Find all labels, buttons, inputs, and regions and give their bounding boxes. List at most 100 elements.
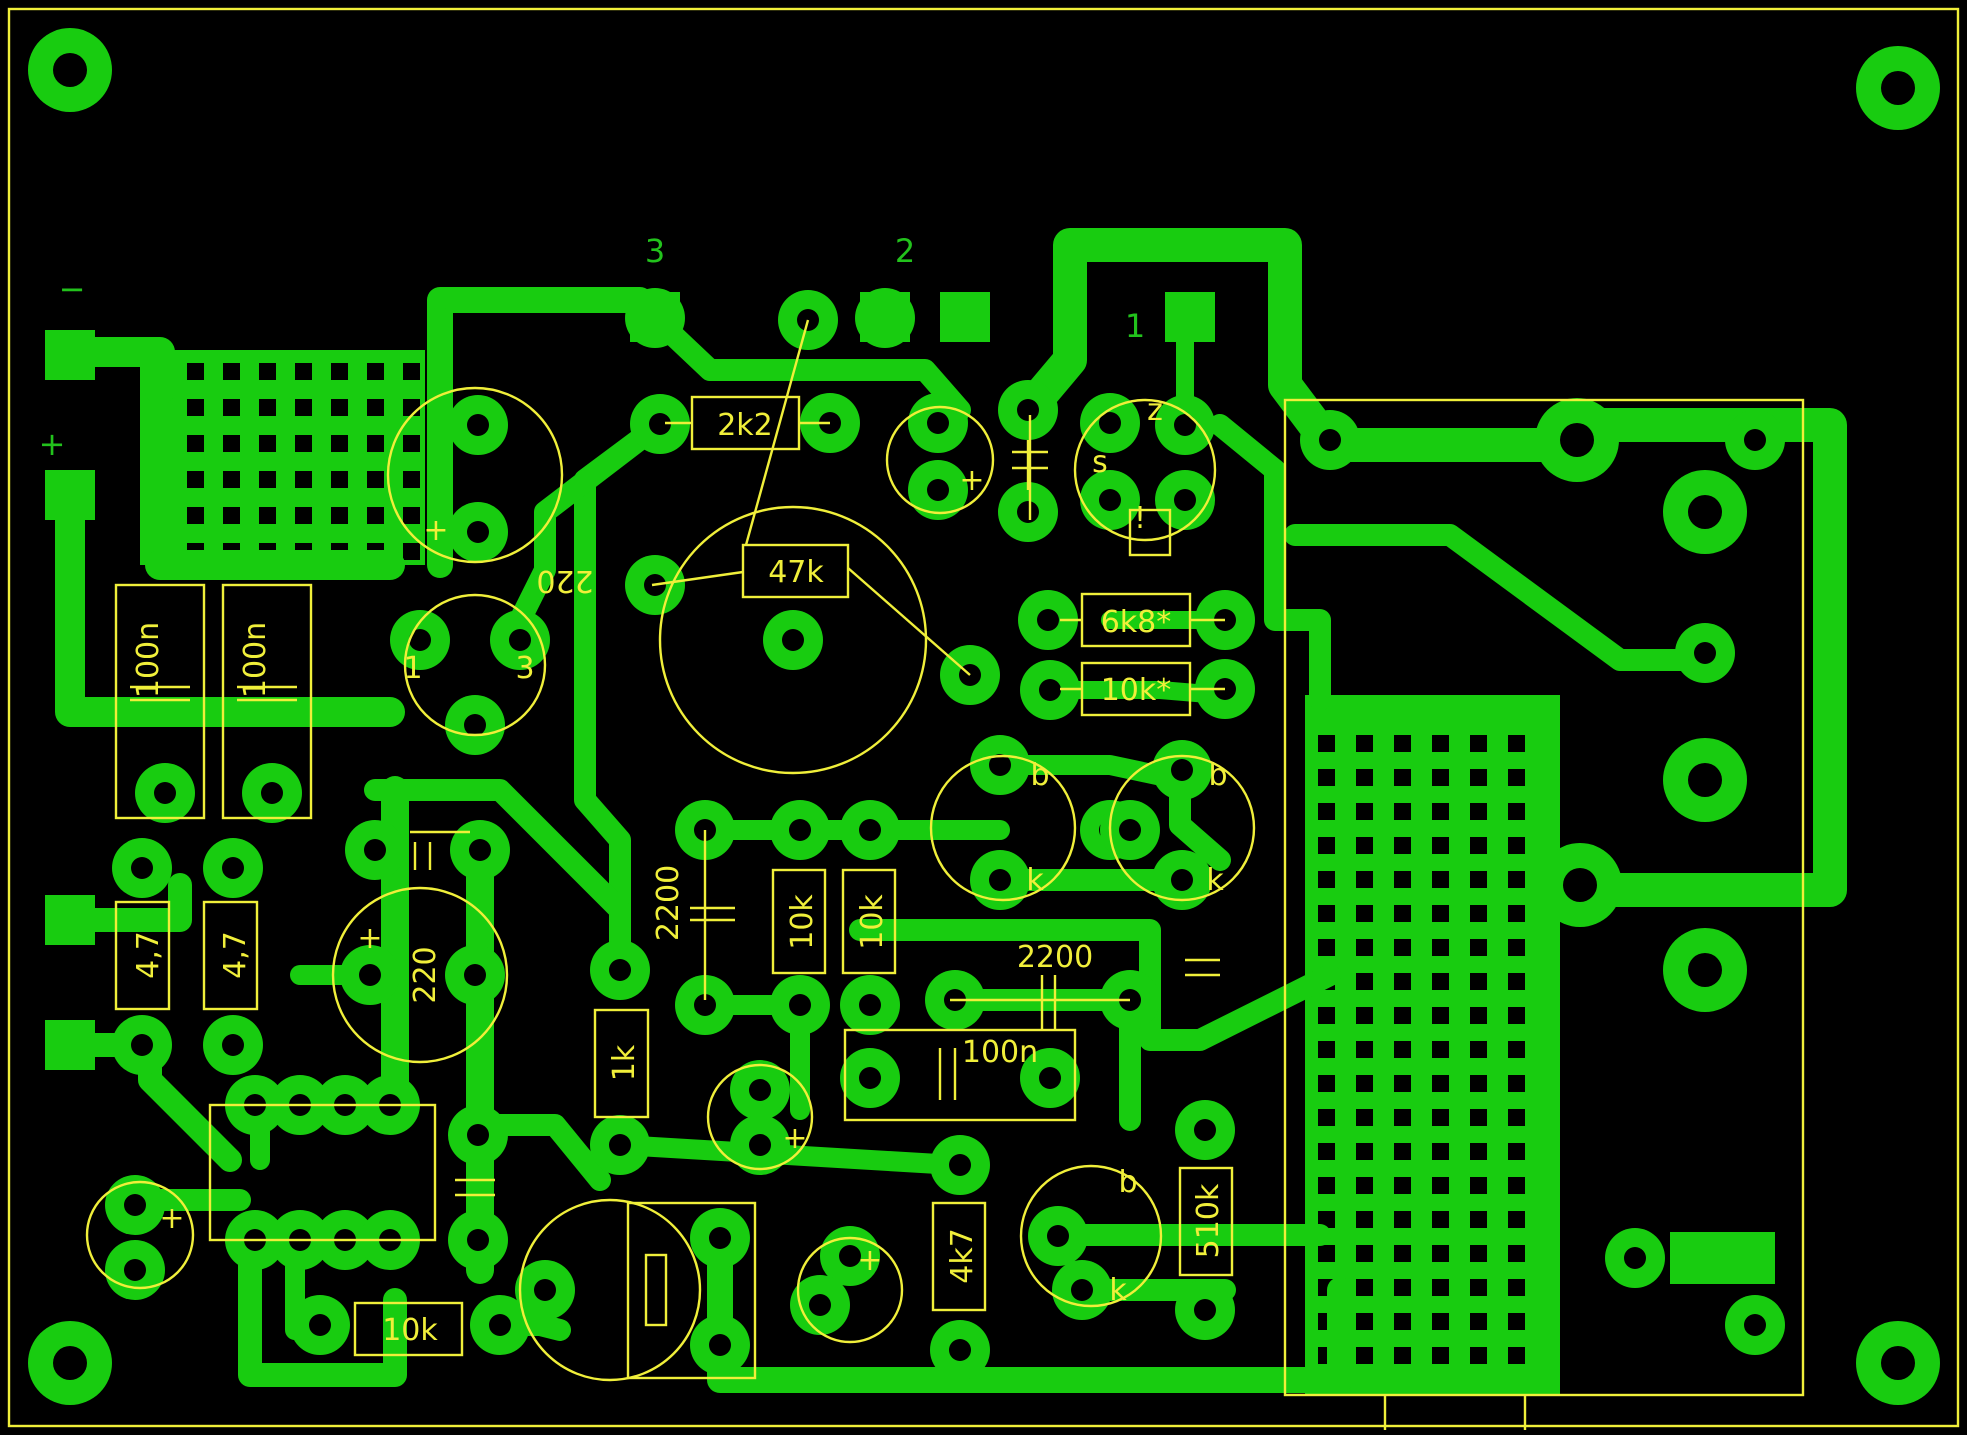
grid-hole: [259, 435, 276, 452]
pad-drill: [1744, 1314, 1766, 1336]
grid-hole: [223, 399, 240, 416]
pad-drill: [782, 629, 804, 651]
grid-hole: [1508, 803, 1525, 820]
grid-hole: [1470, 939, 1487, 956]
grid-hole: [1394, 769, 1411, 786]
pad-drill: [467, 414, 489, 436]
grid-hole: [1356, 1313, 1373, 1330]
square-pad: [45, 470, 95, 520]
grid-hole: [1318, 1211, 1335, 1228]
square-pad: [860, 292, 910, 342]
pad-drill: [464, 714, 486, 736]
pad-drill: [1071, 1279, 1093, 1301]
grid-hole: [1356, 1245, 1373, 1262]
label-4k7: 4k7: [945, 1228, 980, 1284]
cap-220-top-outline: [386, 386, 564, 564]
terminal-minus-label: −: [59, 270, 86, 308]
grid-hole: [1318, 837, 1335, 854]
grid-hole: [1356, 905, 1373, 922]
grid-hole: [367, 471, 384, 488]
square-pad: [1165, 292, 1215, 342]
pad-drill: [124, 1259, 146, 1281]
grid-hole: [367, 435, 384, 452]
pad-drill: [467, 521, 489, 543]
pad-drill: [131, 857, 153, 879]
power-module-outline: [1283, 398, 1805, 1397]
grid-hole: [1508, 871, 1525, 888]
grid-hole: [403, 507, 420, 524]
grid-hole: [1432, 1347, 1449, 1364]
grid-hole: [1470, 1041, 1487, 1058]
grid-hole: [1356, 1007, 1373, 1024]
pad-drill: [464, 964, 486, 986]
grid-hole: [1356, 1109, 1373, 1126]
grid-hole: [1432, 1007, 1449, 1024]
grid-hole: [1356, 1177, 1373, 1194]
pad-drill: [1694, 642, 1716, 664]
label-pin-z: z: [1147, 393, 1163, 428]
pad-drill: [1099, 412, 1121, 434]
pad-drill: [709, 1334, 731, 1356]
pad-drill: [809, 1294, 831, 1316]
grid-hole: [259, 507, 276, 524]
pad-drill: [749, 1079, 771, 1101]
label-10k-a: 10k: [785, 894, 820, 950]
pad-drill: [609, 1134, 631, 1156]
connector-label-3: 3: [645, 232, 665, 270]
grid-hole: [1508, 1041, 1525, 1058]
grid-hole: [1394, 1041, 1411, 1058]
grid-hole: [1508, 837, 1525, 854]
grid-hole: [1394, 1109, 1411, 1126]
grid-hole: [1470, 871, 1487, 888]
label-pin-k-1: k: [1026, 863, 1044, 898]
plus-mark-center: +: [782, 1121, 807, 1156]
pad-drill: [364, 839, 386, 861]
label-pin-k-3: k: [1109, 1273, 1127, 1308]
grid-hole: [403, 435, 420, 452]
pad-drill: [1171, 869, 1193, 891]
grid-hole: [1356, 1041, 1373, 1058]
grid-hole: [1394, 939, 1411, 956]
grid-hole: [1394, 1347, 1411, 1364]
trimmer-47k-outline: [658, 505, 928, 775]
pad-drill: [309, 1314, 331, 1336]
grid-hole: [403, 363, 420, 380]
grid-hole: [1356, 871, 1373, 888]
pad-drill: [261, 782, 283, 804]
grid-hole: [1508, 1347, 1525, 1364]
grid-hole: [331, 471, 348, 488]
label-pin-s: s: [1092, 445, 1108, 480]
grid-hole: [1508, 1075, 1525, 1092]
grid-hole: [187, 363, 204, 380]
grid-hole: [1356, 1075, 1373, 1092]
grid-hole: [259, 471, 276, 488]
grid-hole: [1432, 1075, 1449, 1092]
grid-hole: [1394, 1007, 1411, 1024]
pad-drill: [859, 994, 881, 1016]
grid-hole: [295, 435, 312, 452]
pad-drill: [989, 869, 1011, 891]
label-pin-b-2: b: [1208, 758, 1227, 793]
label-10k-star: 10k*: [1101, 673, 1172, 708]
grid-hole: [1470, 1211, 1487, 1228]
square-pad: [630, 292, 680, 342]
pad-drill: [1881, 71, 1915, 105]
grid-hole: [295, 471, 312, 488]
pad-drill: [1017, 501, 1039, 523]
pad-drill: [749, 1134, 771, 1156]
pad-drill: [1099, 489, 1121, 511]
grid-hole: [1470, 905, 1487, 922]
pad-drill: [1174, 414, 1196, 436]
grid-hole: [1394, 1177, 1411, 1194]
grid-hole: [187, 471, 204, 488]
pad-drill: [1017, 399, 1039, 421]
square-pad: [45, 1020, 95, 1070]
pad-drill: [649, 413, 671, 435]
grid-hole: [1394, 1279, 1411, 1296]
grid-hole: [1356, 939, 1373, 956]
grid-hole: [1318, 871, 1335, 888]
grid-hole: [1432, 1279, 1449, 1296]
pad-drill: [1194, 1299, 1216, 1321]
grid-hole: [223, 363, 240, 380]
